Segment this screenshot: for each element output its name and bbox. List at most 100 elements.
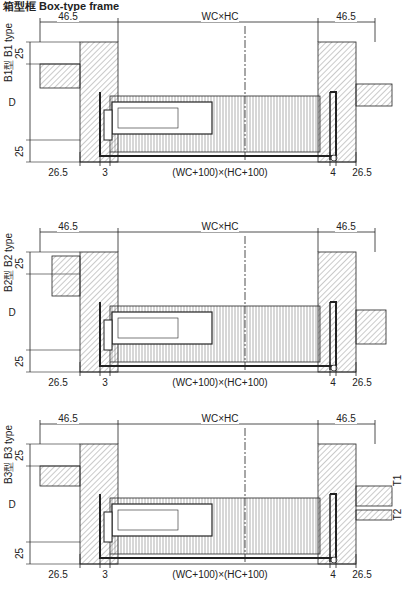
dimension: 25 — [15, 46, 26, 59]
drawing-stroke — [80, 372, 356, 373]
drawing-stroke — [110, 498, 320, 554]
drawing-stroke — [112, 504, 212, 536]
dimension: T2 — [392, 507, 403, 521]
drawing-stroke — [80, 554, 81, 568]
dimension: 46.5 — [57, 413, 78, 424]
drawing-stroke — [80, 362, 81, 376]
drawing-stroke — [356, 84, 392, 106]
drawing-stroke — [26, 252, 80, 253]
dimension: 25 — [15, 546, 26, 559]
dimension: D — [7, 499, 16, 510]
dimension: 4 — [329, 167, 337, 178]
drawing-stroke — [318, 18, 319, 42]
drawing-stroke — [26, 140, 80, 141]
drawing-stroke — [375, 420, 376, 444]
drawing-stroke — [80, 564, 356, 565]
type-label: B1型 B1 type — [3, 22, 14, 83]
drawing-stroke — [118, 318, 178, 338]
dimension: D — [7, 307, 16, 318]
drawing-stroke — [118, 510, 178, 530]
dimension: 25 — [15, 354, 26, 367]
drawing-stroke — [104, 320, 112, 350]
drawing-stroke — [245, 428, 246, 564]
drawing-stroke — [26, 372, 80, 373]
drawing-stroke — [100, 152, 101, 166]
drawing-stroke — [330, 152, 331, 166]
dimension: (WC+100)×(HC+100) — [171, 167, 268, 178]
drawing-stroke — [40, 424, 375, 425]
drawing-stroke — [40, 18, 41, 42]
dimension: 26.5 — [351, 167, 372, 178]
drawing-stroke — [245, 236, 246, 372]
drawing-stroke — [110, 554, 111, 568]
dimension: 26.5 — [47, 377, 68, 388]
drawing-stroke — [110, 362, 111, 376]
drawing-stroke — [40, 22, 375, 23]
drawing-stroke — [330, 362, 331, 376]
dimension: 3 — [101, 377, 109, 388]
drawing-stroke — [40, 232, 375, 233]
drawing-stroke — [329, 92, 331, 160]
drawing-stroke — [30, 444, 31, 564]
dimension: 4 — [329, 377, 337, 388]
drawing-stroke — [110, 152, 111, 166]
drawing-stroke — [40, 466, 80, 486]
dimension: 4 — [329, 569, 337, 580]
drawing-stroke — [336, 362, 337, 376]
drawing-stroke — [356, 310, 386, 344]
drawing-stroke — [30, 252, 31, 372]
drawing-stroke — [100, 92, 336, 156]
dimension: (WC+100)×(HC+100) — [171, 569, 268, 580]
drawing-stroke — [104, 512, 112, 542]
drawing-stroke — [329, 302, 331, 370]
dimension: D — [7, 97, 16, 108]
drawing-stroke — [356, 362, 357, 376]
type-label: B2型 B2 type — [3, 232, 14, 293]
dimension: 46.5 — [57, 221, 78, 232]
drawing-stroke — [100, 302, 336, 366]
drawing-stroke — [375, 18, 376, 42]
drawing-stroke — [110, 306, 320, 362]
drawing-stroke — [30, 42, 31, 162]
dimension: WC×HC — [201, 221, 240, 232]
dimension: 25 — [15, 144, 26, 157]
dimension: WC×HC — [201, 11, 240, 22]
drawing-stroke — [329, 494, 331, 562]
drawing-stroke — [356, 152, 357, 166]
drawing-stroke — [245, 26, 246, 162]
drawing-stroke — [110, 96, 320, 152]
dimension: 3 — [101, 167, 109, 178]
drawing-stroke — [80, 162, 356, 163]
dimension: 25 — [15, 256, 26, 269]
dimension: 26.5 — [47, 167, 68, 178]
drawing-stroke — [40, 420, 41, 444]
drawing-stroke — [26, 542, 80, 543]
drawing-stroke — [26, 444, 80, 445]
dimension: 3 — [101, 569, 109, 580]
drawing-stroke — [26, 42, 80, 43]
drawing-stroke — [318, 420, 319, 444]
dimension: 46.5 — [335, 413, 356, 424]
dimension: 25 — [15, 448, 26, 461]
drawing-stroke — [80, 152, 81, 166]
drawing-stroke — [118, 18, 119, 42]
drawing-stroke — [26, 350, 80, 351]
drawing-stroke — [40, 228, 41, 252]
drawing-stroke — [318, 228, 319, 252]
drawing-stroke — [112, 102, 212, 134]
drawing-stroke — [118, 420, 119, 444]
drawing-stroke — [100, 494, 336, 558]
dimension: 26.5 — [47, 569, 68, 580]
drawing-stroke — [118, 108, 178, 128]
drawing-stroke — [356, 510, 392, 520]
drawing-stroke — [112, 312, 212, 344]
type-label: B3型 B3 type — [3, 424, 14, 485]
drawing-stroke — [52, 256, 80, 296]
dimension: 46.5 — [57, 11, 78, 22]
drawing-stroke — [100, 362, 101, 376]
drawing-stroke — [104, 110, 112, 140]
drawing-stroke — [356, 554, 357, 568]
dimension: WC×HC — [201, 413, 240, 424]
dimension: 46.5 — [335, 11, 356, 22]
